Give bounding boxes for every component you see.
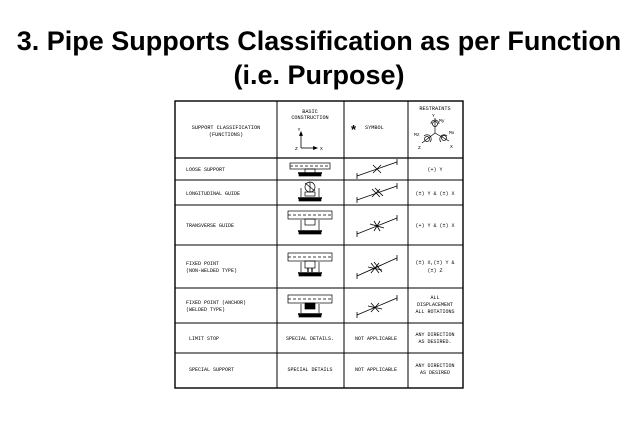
- row-name-limit-stop: LIMIT STOP: [189, 336, 219, 342]
- row-name-fixed-point-line-2: (NON-WELDED TYPE): [186, 268, 237, 274]
- loose-support-symbol: [356, 159, 398, 179]
- header-basic-construction-line-2: CONSTRUCTION: [291, 115, 328, 121]
- row-name-longitudinal-guide: LONGITUDINAL GUIDE: [186, 191, 240, 197]
- header-symbol-label: SYMBOL: [365, 125, 384, 131]
- restraint-moment-z-label: Mz: [414, 132, 420, 138]
- row-construction-special-support: SPECIAL DETAILS: [287, 367, 332, 373]
- row-construction-limit-stop: SPECIAL DETAILS.: [286, 336, 334, 342]
- longitudinal-guide-symbol: [356, 183, 398, 203]
- row-name-transverse-guide: TRANSVERSE GUIDE: [186, 223, 234, 229]
- restraint-moment-y-label: My: [439, 118, 445, 124]
- row-name-fixed-point-line-1: FIXED POINT: [186, 261, 219, 267]
- symbol-asterisk: *: [351, 122, 357, 137]
- row-restraint-special-support-line-1: ANY DIRECTION: [415, 363, 454, 369]
- transverse-guide-symbol: [356, 215, 398, 237]
- row-restraint-loose-support: (+) Y: [427, 167, 442, 173]
- transverse-guide-construction-drawing: [287, 210, 333, 235]
- row-restraint-anchor-line-1: ALL: [430, 295, 439, 301]
- row-name-loose-support: LOOSE SUPPORT: [186, 167, 225, 173]
- axis-z-label: Z: [295, 146, 298, 152]
- slide-title-line-1: 3. Pipe Supports Classification as per F…: [16, 26, 622, 56]
- longitudinal-guide-construction-drawing: [298, 181, 322, 202]
- row-name-anchor-line-2: (WELDED TYPE): [186, 307, 225, 313]
- slide-title-line-2: (i.e. Purpose): [233, 60, 405, 90]
- loose-support-construction-drawing: [289, 162, 331, 177]
- row-name-special-support: SPECIAL SUPPORT: [189, 367, 234, 373]
- restraint-axis-x-label: X: [450, 144, 453, 150]
- restraint-triad-icon: [421, 118, 450, 144]
- row-restraint-limit-stop-line-1: ANY DIRECTION: [415, 332, 454, 338]
- anchor-symbol: [356, 295, 398, 318]
- pipe-support-classification-table: SUPPORT CLASSIFICATION (FUNCTIONS) BASIC…: [174, 100, 464, 390]
- row-restraint-anchor-line-3: ALL ROTATIONS: [415, 309, 454, 315]
- row-symbol-limit-stop: NOT APPLICABLE: [355, 336, 397, 342]
- header-classification-line-2: (FUNCTIONS): [209, 132, 243, 138]
- axis-triad-icon: [299, 130, 319, 150]
- row-restraint-transverse-guide: (+) Y & (±) X: [415, 223, 454, 229]
- restraint-axis-y-label: Y: [432, 113, 435, 119]
- axis-y-label: Y: [298, 127, 301, 133]
- row-restraint-longitudinal-guide: (±) Y & (±) X: [415, 191, 454, 197]
- row-restraint-special-support-line-2: AS DESIRED: [420, 370, 450, 376]
- axis-x-label: X: [320, 146, 323, 152]
- row-restraint-anchor-line-2: DISPLACEMENT: [417, 302, 453, 308]
- fixed-point-symbol: [356, 255, 398, 279]
- row-name-anchor-line-1: FIXED POINT (ANCHOR): [186, 300, 246, 306]
- fixed-point-construction-drawing: [287, 252, 333, 277]
- row-restraint-limit-stop-line-2: AS DESIRED.: [418, 339, 451, 345]
- header-restraints-label: RESTRAINTS: [419, 106, 450, 112]
- restraint-moment-x-label: Mx: [449, 130, 455, 136]
- row-symbol-special-support: NOT APPLICABLE: [355, 367, 397, 373]
- row-restraint-fixed-point-line-1: (±) X,(±) Y &: [415, 260, 454, 266]
- slide-title: 3. Pipe Supports Classification as per F…: [0, 24, 638, 92]
- header-basic-construction-line-1: BASIC: [302, 109, 318, 115]
- table-grid: [174, 100, 464, 389]
- restraint-axis-z-label: Z: [418, 145, 421, 151]
- anchor-construction-drawing: [287, 294, 333, 318]
- header-classification-line-1: SUPPORT CLASSIFICATION: [192, 125, 261, 131]
- row-restraint-fixed-point-line-2: (±) Z: [427, 268, 442, 274]
